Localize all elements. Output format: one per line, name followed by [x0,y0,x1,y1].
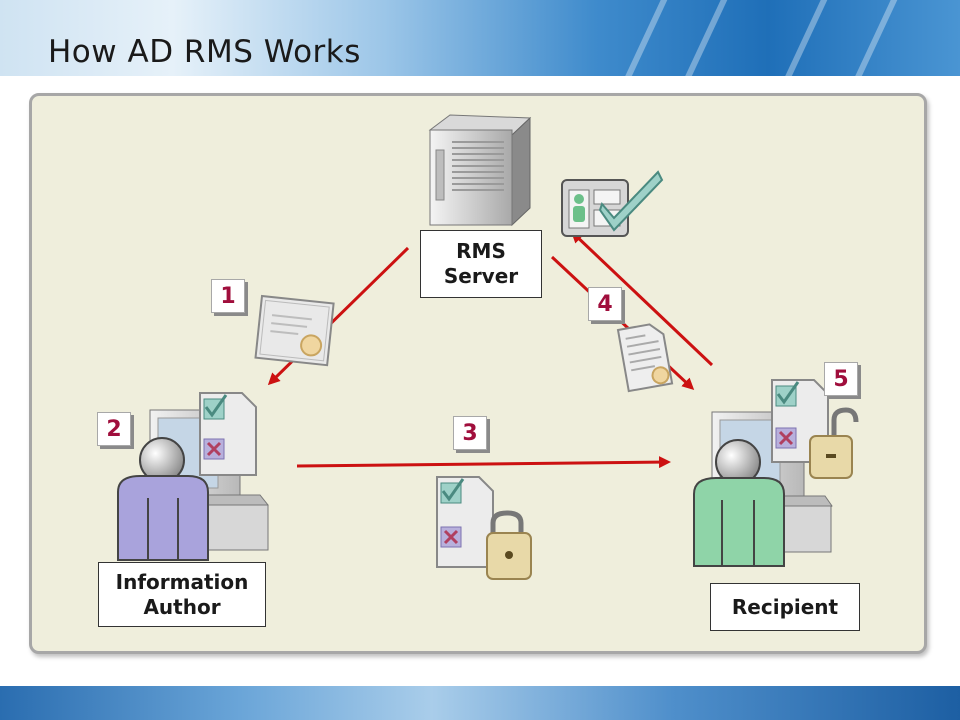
recipient-label: Recipient [710,583,860,631]
step-badge-2: 2 [97,412,131,446]
server-label-text: RMS Server [443,239,519,288]
unlocked-document-icon [771,379,859,479]
document-icon [616,323,674,393]
step-badge-4: 4 [588,287,622,321]
recipient-avatar [693,439,785,567]
recipient-label-text: Recipient [731,594,839,619]
author-label: Information Author [98,562,266,627]
arrow-recipient-to-server [570,230,714,367]
arrow-server-to-recipient [550,255,695,391]
step-badge-5: 5 [824,362,858,396]
footer-banner [0,686,960,720]
author-label-text: Information Author [115,569,249,619]
step-badge-3: 3 [453,416,487,450]
title-banner [0,0,960,76]
license-card-icon [561,170,664,237]
server-label: RMS Server [420,230,542,298]
author-document-icon [199,392,257,476]
step-badge-1: 1 [211,279,245,313]
author-avatar [117,437,209,561]
arrow-author-to-recipient [296,456,671,469]
server-icon [428,114,532,227]
certificate-icon [254,294,335,367]
locked-document-icon [436,476,532,580]
slide-title: How AD RMS Works [48,34,361,70]
